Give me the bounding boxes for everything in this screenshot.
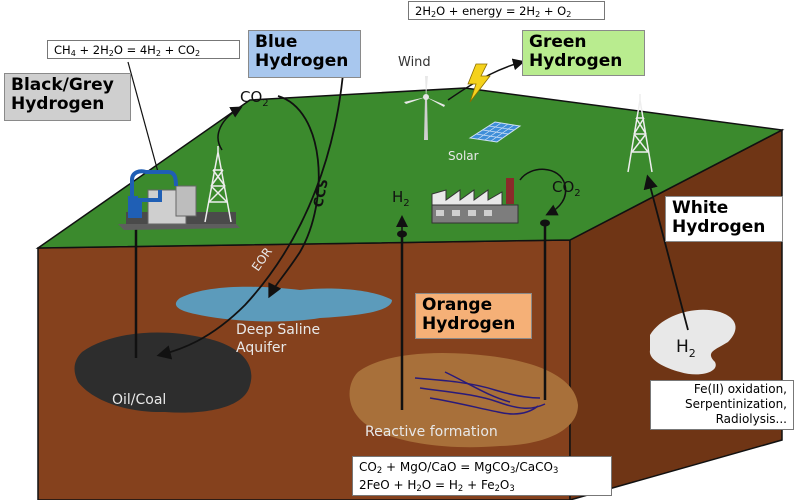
oil-coal-deposit <box>74 332 252 413</box>
process-radiolysis: Radiolysis... <box>715 412 787 426</box>
h2-orange-label: H2 <box>392 188 410 209</box>
factory-icon <box>431 178 519 224</box>
orange-well-cap <box>397 230 407 238</box>
aquifer-label-line2: Aquifer <box>236 340 287 356</box>
electrolysis-equation: 2H2O + energy = 2H2 + O2 <box>408 1 605 20</box>
ccs-label: CCS <box>311 178 332 209</box>
blue-hydrogen-label: Blue Hydrogen <box>248 30 361 78</box>
white-hydrogen-label: White Hydrogen <box>665 196 783 242</box>
orange-hydrogen-label: Orange Hydrogen <box>415 293 532 339</box>
process-fe-oxidation: Fe(II) oxidation, <box>693 382 787 396</box>
orange-hydrogen-equations: CO2 + MgO/CaO = MgCO3/CaCO3 2FeO + H2O =… <box>352 456 612 496</box>
black-grey-hydrogen-label: Black/Grey Hydrogen <box>4 73 131 121</box>
process-serpentinization: Serpentinization, <box>685 397 787 411</box>
renewables-arrow <box>447 58 525 101</box>
h2-white-label: H2 <box>676 337 696 360</box>
wind-turbine-icon <box>404 76 445 140</box>
co2-injection-cap <box>540 219 550 227</box>
reactive-formation-label: Reactive formation <box>365 424 498 440</box>
wind-label: Wind <box>398 55 431 70</box>
ccs-arrow <box>268 95 320 299</box>
co2-blue-label: CO2 <box>240 88 269 109</box>
derrick-icon <box>204 146 232 223</box>
solar-label: Solar <box>448 149 479 163</box>
co2-emission-arrow <box>217 106 243 151</box>
white-hydrogen-processes: Fe(II) oxidation, Serpentinization, Radi… <box>650 380 794 430</box>
eor-arrow <box>156 46 346 360</box>
lightning-icon <box>467 63 491 103</box>
reactive-veins <box>414 371 546 415</box>
orange-equation-line2: 2FeO + H2O = H2 + Fe2O3 <box>359 478 515 494</box>
factory-co2-arrow <box>519 168 567 216</box>
co2-factory-label: CO2 <box>552 178 581 199</box>
green-hydrogen-label: Green Hydrogen <box>522 30 645 76</box>
white-hydrogen-derrick-icon <box>627 94 653 173</box>
reactive-formation-zone <box>349 353 578 448</box>
smr-plant-icon <box>118 169 240 230</box>
smr-callout-line <box>127 61 159 173</box>
smr-equation: CH4 + 2H2O = 4H2 + CO2 <box>47 40 240 59</box>
oil-coal-label: Oil/Coal <box>112 392 166 408</box>
aquifer-label-line1: Deep Saline <box>236 322 320 338</box>
grass-surface <box>35 87 785 249</box>
deep-saline-aquifer <box>175 286 392 322</box>
white-hydrogen-zone <box>649 309 736 375</box>
orange-equation-line1: CO2 + MgO/CaO = MgCO3/CaCO3 <box>359 460 559 476</box>
solar-panel-icon <box>468 121 522 143</box>
white-h2-arrow <box>643 174 689 331</box>
